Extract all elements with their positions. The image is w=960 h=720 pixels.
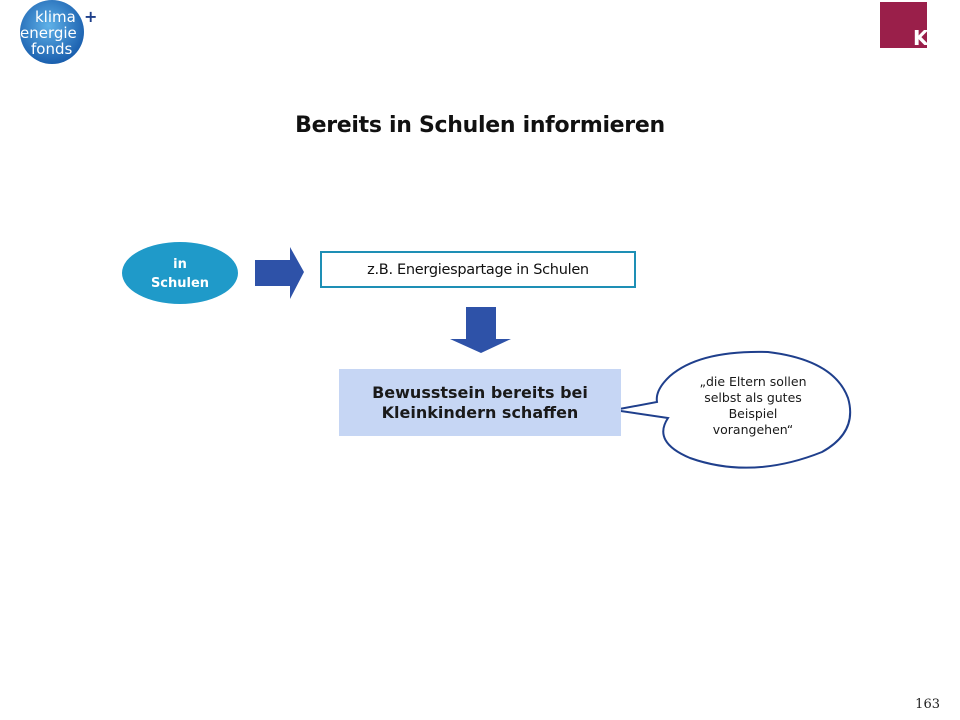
k-logo-letter: K (913, 26, 927, 48)
quote-bubble (613, 350, 852, 469)
start-oval-label-line2: Schulen (151, 276, 209, 291)
right-arrow (255, 247, 304, 299)
page-number: 163 (915, 697, 940, 712)
k-logo: K (880, 2, 927, 48)
logo-word-3: fonds (31, 40, 72, 58)
down-arrow (450, 307, 511, 353)
page-title: Bereits in Schulen informieren (295, 113, 665, 138)
result-box: Bewusstsein bereits bei Kleinkindern sch… (339, 369, 621, 436)
start-oval (122, 242, 238, 304)
logo-word-1: klima (35, 8, 76, 26)
logo-plus: + (84, 7, 97, 26)
logo-word-2: energie (20, 24, 77, 42)
logo-circle (20, 0, 84, 64)
klima-energie-fonds-logo: klima energie fonds + (20, 0, 97, 64)
example-box: z.B. Energiespartage in Schulen (320, 251, 636, 288)
start-oval-label-line1: in (173, 257, 187, 272)
result-box-text: Bewusstsein bereits bei Kleinkindern sch… (372, 382, 588, 422)
quote-bubble-text: „die Eltern sollen selbst als gutes Beis… (699, 374, 807, 437)
k-logo-square (880, 2, 927, 48)
